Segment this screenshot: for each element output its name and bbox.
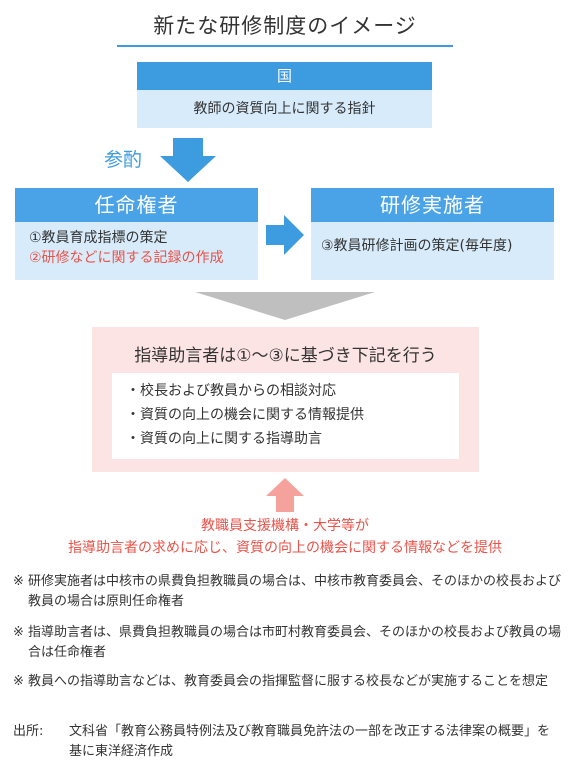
advisor-title: 指導助言者は①〜③に基づき下記を行う bbox=[134, 346, 437, 366]
appointer-box: 任命権者 ①教員育成指標の策定 ②研修などに関する記録の作成 bbox=[15, 188, 258, 280]
sanshaku-label: 参酌 bbox=[104, 149, 143, 171]
footnote: ※ 指導助言者は、県費負担教職員の場合は市町村教育委員会、そのほかの校長および教… bbox=[13, 623, 561, 663]
footnote: ※ 教員への指導助言などは、教育委員会の指揮監督に服する校長などが実施することを… bbox=[13, 672, 561, 692]
government-head: 国 bbox=[137, 62, 432, 90]
source-note: 出所: 文科省「教育公務員特例法及び教育職員免許法の一部を改正する法律案の概要」… bbox=[13, 722, 561, 762]
implementer-head: 研修実施者 bbox=[311, 188, 554, 222]
footnote-mark: ※ bbox=[13, 674, 24, 689]
advisor-box: 指導助言者は①〜③に基づき下記を行う ・校長および教員からの相談対応 ・資質の向… bbox=[92, 327, 479, 472]
appointer-item-2: ②研修などに関する記録の作成 bbox=[29, 250, 224, 266]
title-underline bbox=[117, 45, 453, 47]
government-box: 国 教師の資質向上に関する指針 bbox=[137, 62, 432, 128]
appointer-head: 任命権者 bbox=[15, 188, 258, 222]
implementer-item-1: ③教員研修計画の策定(毎年度) bbox=[321, 238, 513, 254]
support-line-1: 教職員支援機構・大学等が bbox=[201, 518, 369, 534]
appointer-body: ①教員育成指標の策定 ②研修などに関する記録の作成 bbox=[15, 222, 258, 280]
support-line-2: 指導助言者の求めに応じ、資質の向上の機会に関する情報などを提供 bbox=[68, 540, 502, 556]
advisor-list: ・校長および教員からの相談対応 ・資質の向上の機会に関する情報提供 ・資質の向上… bbox=[112, 373, 459, 459]
down-arrow-icon bbox=[160, 138, 216, 182]
footnote-text: 研修実施者は中核市の県費負担教職員の場合は、中核市教育委員会、そのほかの校長およ… bbox=[28, 574, 562, 609]
footnote-text: 教員への指導助言などは、教育委員会の指揮監督に服する校長などが実施することを想定 bbox=[28, 674, 549, 689]
source-text: 文科省「教育公務員特例法及び教育職員免許法の一部を改正する法律案の概要」を基に東… bbox=[69, 724, 551, 759]
source-label: 出所: bbox=[13, 724, 44, 739]
footnote: ※ 研修実施者は中核市の県費負担教職員の場合は、中核市教育委員会、そのほかの校長… bbox=[13, 572, 561, 612]
footnote-mark: ※ bbox=[13, 574, 24, 589]
right-arrow-icon bbox=[266, 215, 304, 255]
government-guideline: 教師の資質向上に関する指針 bbox=[137, 90, 432, 128]
up-arrow-icon bbox=[266, 478, 304, 512]
advisor-item: ・校長および教員からの相談対応 bbox=[126, 383, 336, 399]
page-title: 新たな研修制度のイメージ bbox=[153, 14, 417, 38]
implementer-body: ③教員研修計画の策定(毎年度) bbox=[311, 222, 554, 280]
appointer-item-1: ①教員育成指標の策定 bbox=[29, 230, 168, 246]
advisor-item: ・資質の向上に関する指導助言 bbox=[126, 431, 322, 447]
footnote-text: 指導助言者は、県費負担教職員の場合は市町村教育委員会、そのほかの校長および教員の… bbox=[28, 625, 562, 660]
advisor-item: ・資質の向上の機会に関する情報提供 bbox=[126, 407, 364, 423]
footnote-mark: ※ bbox=[13, 625, 24, 640]
implementer-box: 研修実施者 ③教員研修計画の策定(毎年度) bbox=[311, 188, 554, 280]
gray-down-triangle-icon bbox=[195, 292, 375, 320]
